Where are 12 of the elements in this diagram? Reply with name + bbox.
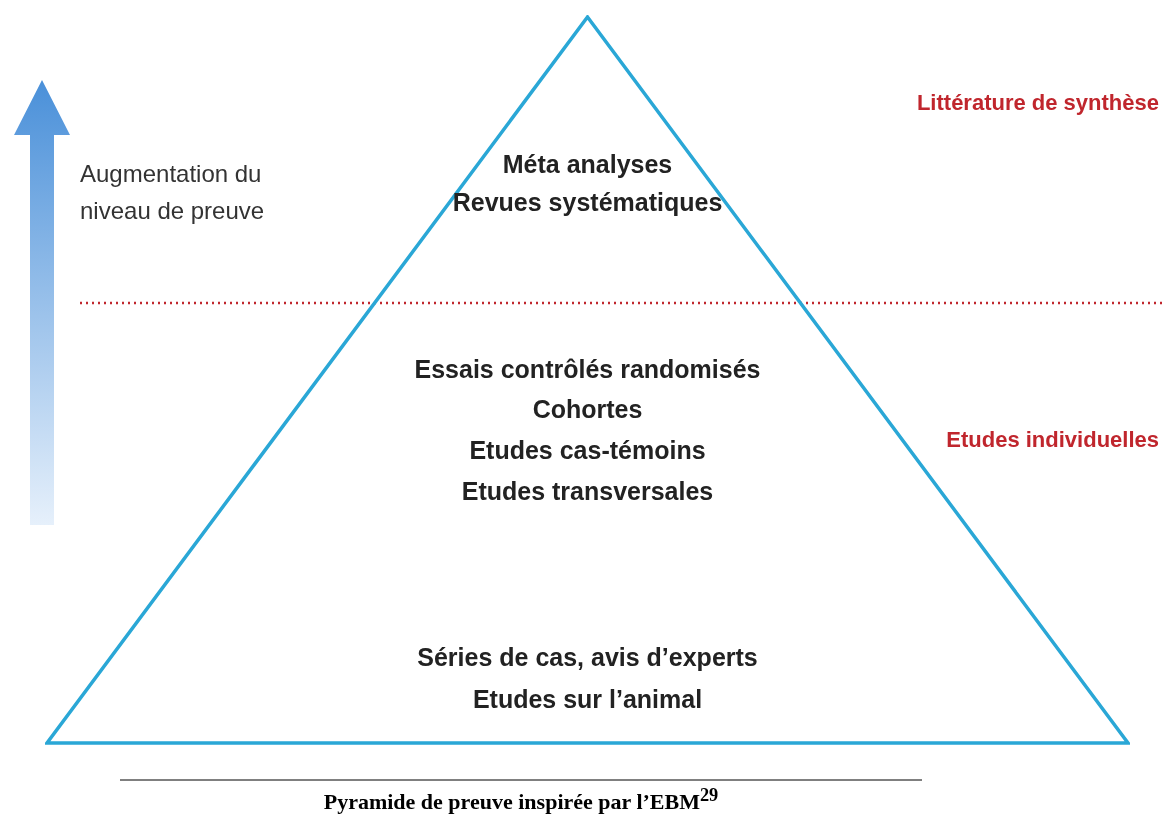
axis-label: Augmentation du niveau de preuve [80,159,266,226]
caption: Pyramide de preuve inspirée par l’EBM$^{29}$ [323,785,719,816]
pyramid-level-text: Revues systématiques [452,188,723,217]
pyramid-level-text: Essais contrôlés randomisés [414,355,761,384]
pyramid-level-text: Etudes cas-témoins [469,436,706,465]
pyramid-level-text: Cohortes [532,395,643,424]
section-label: Etudes individuelles [946,427,1159,453]
pyramid-level-text: Méta analyses [502,150,673,179]
pyramid-level-text: Etudes transversales [461,477,714,506]
pyramid-level-text: Etudes sur l’animal [472,685,703,714]
pyramid-level-text: Séries de cas, avis d’experts [417,643,758,672]
section-label: Littérature de synthèse [916,90,1159,116]
